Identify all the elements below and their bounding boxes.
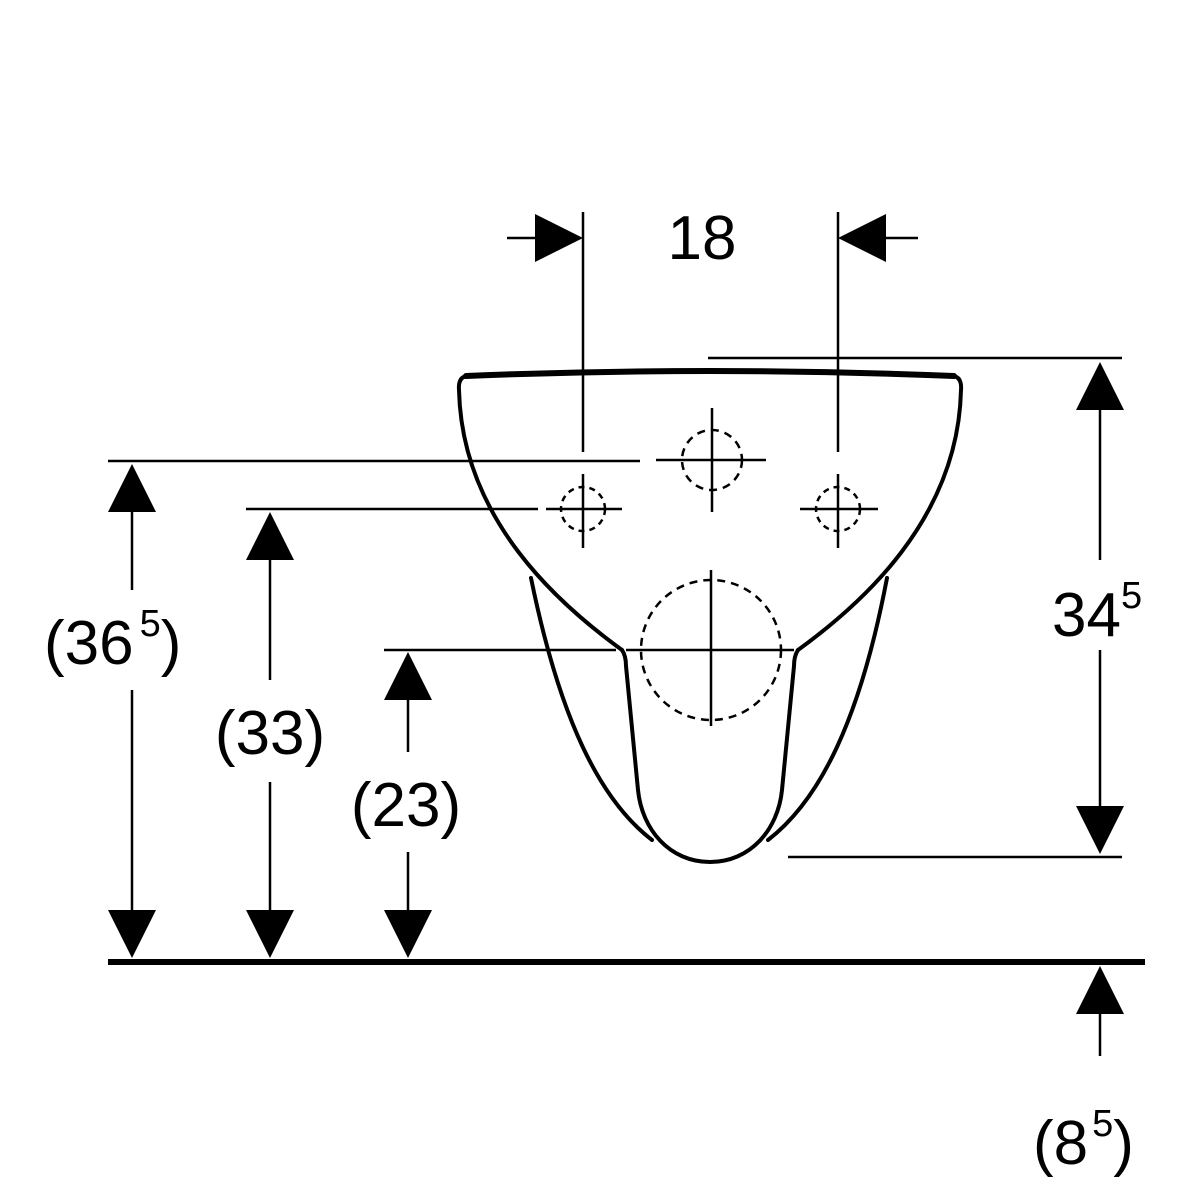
label-height-bolts: (33): [215, 699, 325, 768]
label-bolt-spacing: 18: [668, 204, 737, 273]
dim-36-top-arrow: [108, 464, 156, 512]
label-floor-offset-sup: 5: [1092, 1103, 1113, 1145]
label-height-total-main: (36: [44, 609, 134, 678]
label-bowl-depth: 345: [1052, 575, 1142, 650]
dim-36-bottom-arrow: [108, 910, 156, 958]
dim-33-bottom-arrow: [246, 910, 294, 958]
label-bowl-depth-main: 34: [1052, 581, 1121, 650]
toilet-bowl-outline: [456, 368, 964, 864]
bowl-outer-shell-right: [796, 374, 964, 652]
extension-lines: [108, 212, 1122, 859]
dim-33-top-arrow: [246, 512, 294, 560]
label-height-total-close: ): [161, 609, 182, 678]
label-height-total-sup: 5: [140, 603, 161, 645]
label-bowl-depth-sup: 5: [1121, 575, 1142, 617]
bowl-skirt-left: [529, 576, 654, 842]
dim-23-bottom-arrow: [384, 910, 432, 958]
dim-18-right-arrow: [838, 214, 886, 262]
bowl-skirt-right: [766, 576, 889, 842]
dimension-lines: [108, 214, 1124, 1056]
dim-34-top-arrow: [1076, 362, 1124, 410]
label-height-outlet: (23): [351, 771, 461, 840]
bowl-outer-shell: [456, 374, 624, 652]
mounting-holes: [546, 408, 878, 726]
bowl-top-edge: [463, 368, 957, 379]
bowl-inner-trough: [620, 648, 800, 864]
label-floor-offset-open: (8: [1033, 1109, 1088, 1178]
dim-34-bottom-arrow: [1076, 806, 1124, 854]
dim-18-left-arrow: [535, 214, 583, 262]
label-floor-offset-close: ): [1113, 1109, 1134, 1178]
dim-23-top-arrow: [384, 652, 432, 700]
dim-8-top-arrow: [1076, 966, 1124, 1014]
